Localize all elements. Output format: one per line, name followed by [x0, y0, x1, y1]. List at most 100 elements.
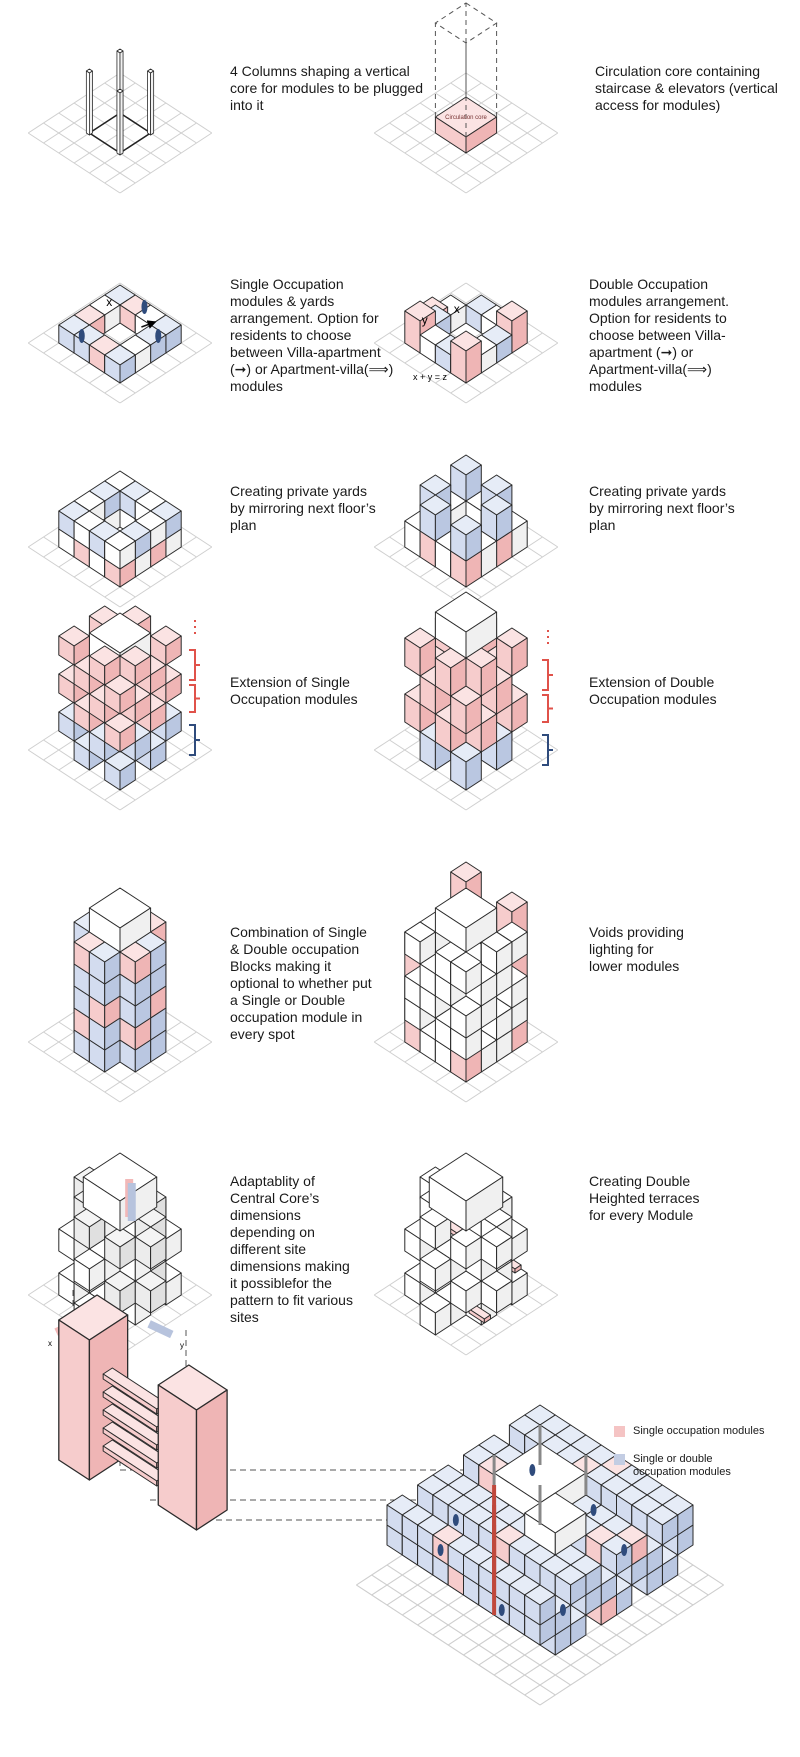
- white-module-box: [428, 1152, 504, 1232]
- box-right-face: [119, 684, 136, 715]
- box-right-face: [465, 611, 498, 659]
- grid-line: [119, 1294, 213, 1356]
- white-module-box: [480, 1226, 513, 1270]
- connector-oval-icon: [498, 1604, 505, 1616]
- box-right-face: [616, 1544, 633, 1576]
- box-right-face: [465, 1176, 504, 1232]
- box-right-face: [465, 907, 498, 953]
- connector-oval-icon: [452, 1514, 459, 1526]
- box-right-face: [465, 695, 482, 735]
- grid-line: [373, 342, 467, 404]
- connector-oval-icon: [155, 329, 162, 343]
- box-right-face: [119, 354, 136, 384]
- iso-grid: [373, 72, 559, 194]
- grid-line: [27, 1041, 121, 1103]
- caption-adaptability: Adaptablity of Central Core’s dimensions…: [230, 1173, 353, 1325]
- box-right-face: [434, 504, 452, 542]
- extension-bracket: [542, 734, 553, 766]
- extension-bracket: [189, 649, 200, 681]
- box-right-face: [661, 1514, 679, 1546]
- blue-module-box: [524, 1584, 556, 1626]
- core-label: Circulation core: [445, 115, 487, 121]
- grid-line: [27, 342, 121, 404]
- box-right-face: [450, 657, 467, 697]
- pink-module-box: [119, 941, 152, 985]
- box-right-face: [554, 1512, 587, 1556]
- grid-line: [119, 132, 213, 194]
- box-right-face: [434, 1302, 452, 1336]
- box-right-face: [195, 1389, 228, 1531]
- blue-module-box: [600, 1534, 633, 1576]
- box-right-face: [73, 635, 90, 666]
- caption-four-columns: 4 Columns shaping a vertical core for mo…: [230, 63, 424, 113]
- caption-private-yards-double: Creating private yards by mirroring next…: [589, 483, 735, 533]
- grid-line: [539, 1584, 724, 1706]
- box-right-face: [104, 951, 121, 985]
- box-right-face: [511, 637, 528, 677]
- box-right-face: [514, 1264, 522, 1274]
- box-right-face: [150, 1236, 167, 1270]
- pink-module-box: [150, 625, 182, 666]
- box-right-face: [134, 951, 152, 985]
- extension-bracket: [542, 694, 553, 723]
- extension-bracket: [542, 659, 553, 691]
- blue-module-box: [450, 454, 482, 502]
- white-module-box: [480, 1270, 513, 1314]
- grid-line: [119, 546, 213, 608]
- blue-module-box: [646, 1504, 679, 1546]
- white-module-box: [419, 1206, 452, 1250]
- full-building-axonometric: [386, 1404, 694, 1656]
- box-right-face: [434, 1258, 452, 1292]
- grid-line: [465, 546, 559, 608]
- white-module-box: [85, 68, 93, 136]
- grid-line: [119, 749, 213, 811]
- box-right-face: [119, 907, 152, 953]
- caption-combination: Combination of Single & Double occupatio…: [230, 924, 372, 1042]
- box-right-face: [104, 655, 121, 686]
- grid-line: [465, 342, 559, 404]
- connector-oval-icon: [621, 1544, 628, 1556]
- white-module-box: [82, 1152, 158, 1232]
- box-left-face: [116, 90, 121, 156]
- box-left-face: [157, 1384, 198, 1531]
- white-module-box: [450, 951, 482, 995]
- box-right-face: [119, 760, 136, 791]
- box-right-face: [465, 524, 482, 562]
- pink-module-box: [404, 627, 436, 677]
- grid-line: [524, 1574, 709, 1696]
- single-occupation-ring: [58, 284, 182, 384]
- box-right-face: [465, 961, 482, 995]
- connector-oval-icon: [437, 1544, 444, 1556]
- box-right-face: [465, 1005, 482, 1039]
- white-module-box: [134, 1226, 167, 1270]
- box-right-face: [570, 1574, 587, 1606]
- box-left-face: [147, 70, 152, 136]
- grid-line: [465, 1041, 559, 1103]
- pink-module-box: [119, 645, 152, 686]
- box-right-face: [539, 1594, 556, 1626]
- double-terrace-stack: [404, 1152, 528, 1336]
- connector-oval-icon: [529, 1464, 536, 1476]
- core-y-strip: [127, 1183, 136, 1221]
- box-right-face: [119, 540, 136, 570]
- pink-module-box: [450, 330, 482, 384]
- combination-stack: [73, 887, 167, 1073]
- grid-line: [119, 342, 213, 404]
- label-x: x: [106, 295, 112, 309]
- caption-double-terraces: Creating Double Heighted terraces for ev…: [589, 1173, 700, 1223]
- grid-line: [119, 1041, 213, 1103]
- box-right-face: [150, 70, 155, 136]
- white-module-box: [434, 887, 498, 953]
- box-left-face: [58, 1319, 91, 1481]
- white-module-box: [147, 68, 155, 136]
- pink-module-box: [496, 627, 528, 677]
- pink-module-box: [157, 1364, 228, 1531]
- extension-double-stack: [404, 591, 528, 791]
- caption-extension-single: Extension of Single Occupation modules: [230, 674, 358, 707]
- connector-oval-icon: [141, 300, 148, 314]
- white-module-box: [419, 1292, 452, 1336]
- caption-single-occupation: Single Occupation modules & yards arrang…: [230, 276, 394, 394]
- double-occupation-ring: [404, 294, 528, 384]
- mirrored-yards-single: [58, 470, 182, 588]
- dashed-core-top: [434, 2, 498, 44]
